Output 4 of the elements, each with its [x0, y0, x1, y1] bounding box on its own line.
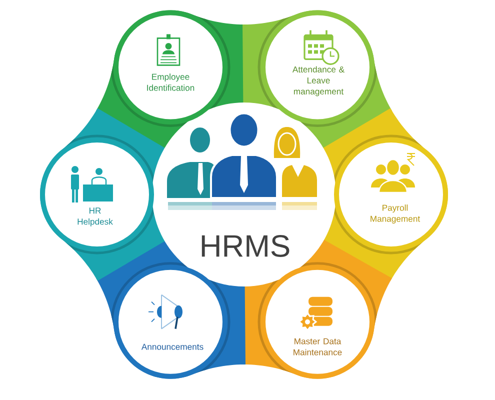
node-label: Master Data Maintenance [294, 338, 342, 356]
node-label: Payroll Management [370, 204, 420, 224]
node-label: Announcements [141, 344, 204, 350]
hub-label: HRMS [202, 235, 290, 257]
